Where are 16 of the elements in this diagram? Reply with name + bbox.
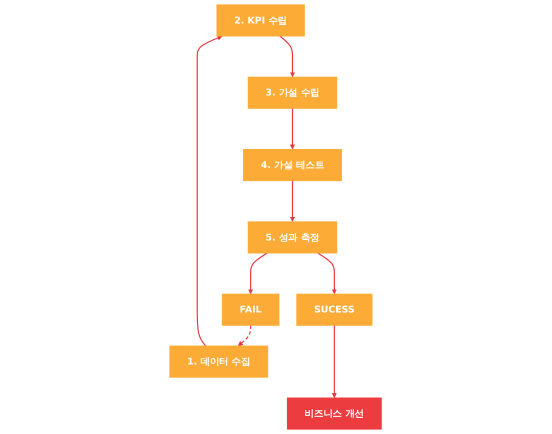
node-box: 5. 성과 측정 xyxy=(248,221,338,254)
node-box: SUCESS xyxy=(296,294,373,326)
node-box: 3. 가설 수립 xyxy=(248,76,338,109)
arrow xyxy=(290,108,296,150)
node-box: 비즈니스 개선 xyxy=(287,398,382,430)
node-box: 4. 가설 테스트 xyxy=(244,149,342,182)
arrow xyxy=(290,180,296,222)
arrow xyxy=(238,326,252,346)
arrow xyxy=(280,36,296,78)
arrow xyxy=(318,252,338,294)
arrow xyxy=(248,252,268,294)
arrow xyxy=(332,326,338,398)
arrow xyxy=(197,36,223,346)
node-box: 1. 데이터 수집 xyxy=(170,346,269,378)
node-box: FAIL xyxy=(222,294,280,326)
node-box: 2. KPI 수립 xyxy=(216,4,306,36)
